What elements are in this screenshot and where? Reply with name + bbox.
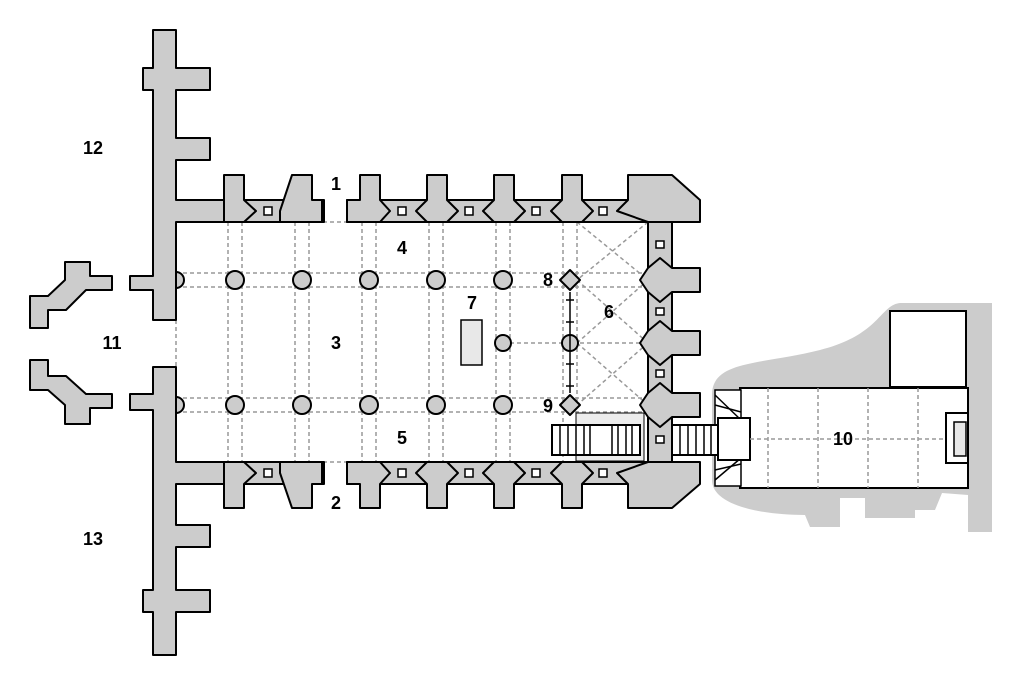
label-11: 11 (102, 333, 121, 353)
stairs-crypt (551, 412, 645, 462)
screen (566, 292, 574, 393)
label-8: 8 (543, 270, 553, 290)
chapel-room (889, 310, 967, 388)
label-3: 3 (331, 333, 341, 353)
east-buttresses (639, 257, 701, 428)
label-1: 1 (331, 174, 341, 194)
label-2: 2 (331, 493, 341, 513)
chapel-grid (750, 388, 946, 488)
south-buttresses (223, 454, 701, 509)
chapel-interior (739, 387, 969, 489)
label-4: 4 (397, 238, 407, 258)
porch-south (29, 359, 113, 425)
label-10: 10 (833, 429, 853, 449)
responds (175, 271, 185, 414)
north-buttresses (223, 174, 701, 231)
columns (225, 269, 581, 416)
label-13: 13 (83, 529, 103, 549)
label-9: 9 (543, 396, 553, 416)
label-6: 6 (604, 302, 614, 322)
chapel-stairs (714, 389, 751, 487)
label-12: 12 (83, 138, 103, 158)
altar (460, 319, 483, 366)
label-7: 7 (467, 293, 477, 313)
stairs-chapel (671, 424, 719, 456)
windows (263, 206, 665, 478)
porch-north (29, 261, 113, 329)
chapel-altar-inner (953, 421, 967, 457)
label-5: 5 (397, 428, 407, 448)
